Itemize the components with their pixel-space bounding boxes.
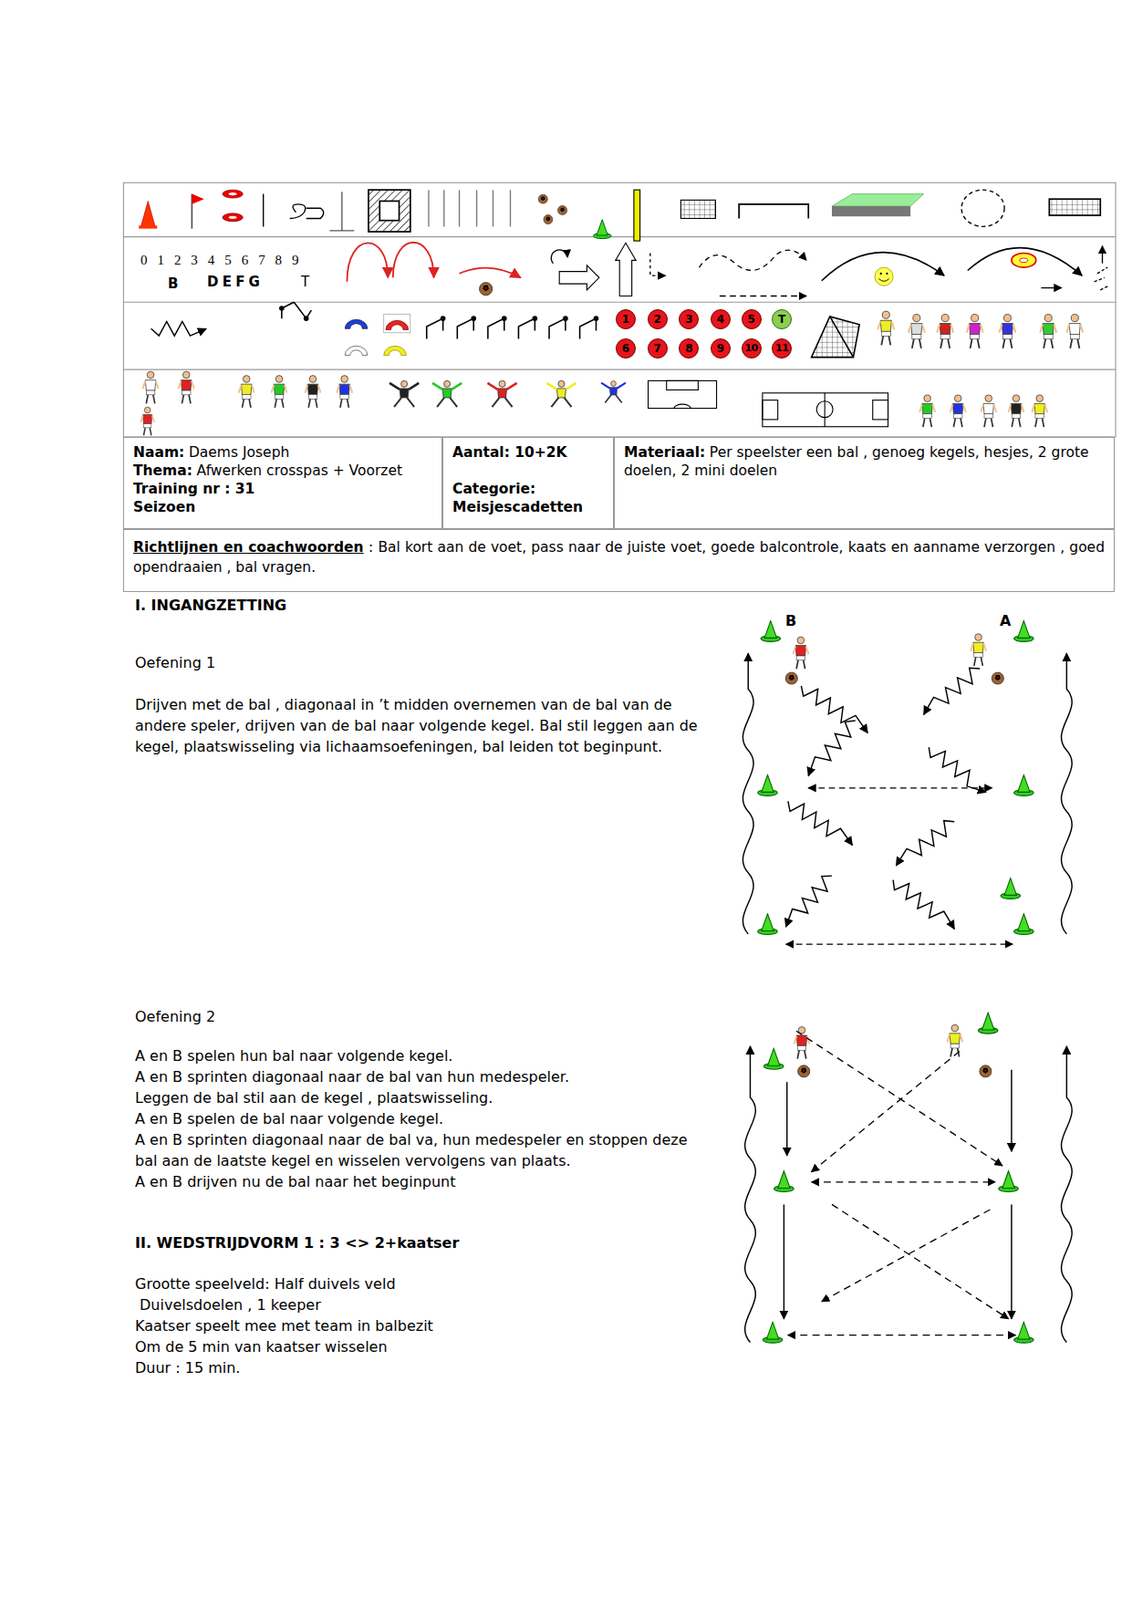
exercise-step: Kaatser speelt mee met team in balbezit — [135, 1315, 701, 1337]
section-heading: II. WEDSTRIJDVORM 1 : 3 <> 2+kaatser — [135, 1232, 701, 1254]
info-cell: Materiaal:Per speelster een bal , genoeg… — [613, 436, 1115, 530]
text-line: Thema:Afwerken crosspas + Voorzet — [133, 461, 433, 480]
number-circle: T — [771, 309, 792, 330]
exercise-step: Leggen de bal stil aan de kegel , plaats… — [135, 1087, 692, 1109]
exercise-step: Duur : 15 min. — [135, 1357, 701, 1379]
field-label: Seizoen — [133, 498, 196, 516]
exercise-steps: A en B spelen hun bal naar volgende kege… — [135, 1045, 692, 1193]
exercise-step: A en B drijven nu de bal naar het beginp… — [135, 1171, 692, 1193]
hurdle-symbol — [456, 318, 474, 339]
field-label: Categorie: — [452, 480, 536, 498]
number-row: 0 1 2 3 4 5 6 7 8 9 — [140, 251, 302, 269]
dribble-path — [895, 820, 955, 866]
number-circle: 11 — [771, 338, 792, 359]
hurdle-symbol — [502, 316, 507, 321]
text-line: Meisjescadetten — [452, 498, 604, 517]
hurdle-symbol — [563, 316, 568, 321]
callout-number: 5 — [747, 312, 755, 326]
number-circle: 9 — [710, 338, 731, 359]
field-label: Naam: — [133, 444, 185, 461]
exercise-step: Grootte speelveld: Half duivels veld — [135, 1273, 701, 1295]
callout-number: 9 — [716, 342, 725, 355]
field-label: Thema: — [133, 462, 193, 479]
field-label: Training nr : 31 — [133, 480, 255, 498]
hurdle-symbol — [532, 316, 537, 321]
callout-number: 11 — [775, 342, 789, 354]
field-label: Richtlijnen en coachwoorden — [133, 539, 364, 556]
number-circle: 2 — [647, 309, 668, 330]
hurdle-symbol — [580, 318, 597, 339]
info-cell: Naam:Daems JosephThema:Afwerken crosspas… — [123, 436, 443, 530]
symbol-letter: D E F G — [207, 273, 260, 291]
dribble-path — [893, 880, 955, 930]
field-label: Aantal: 10+2K — [452, 444, 568, 461]
callout-number: 7 — [653, 342, 661, 355]
dribble-path — [788, 800, 852, 845]
number-circle: 4 — [710, 309, 731, 330]
callout-number: 1 — [622, 312, 630, 326]
number-circle: 5 — [741, 309, 762, 330]
symbol-letter: T — [301, 273, 310, 291]
hurdle-symbol — [471, 316, 476, 321]
match-form: II. WEDSTRIJDVORM 1 : 3 <> 2+kaatserGroo… — [135, 1232, 701, 1379]
text-line: Categorie: — [452, 479, 604, 499]
number-circle: 10 — [741, 338, 762, 359]
dribble-path — [928, 747, 987, 792]
field-value: Daems Joseph — [188, 444, 290, 461]
hurdle-symbol — [426, 318, 444, 339]
callout-number: 2 — [653, 312, 661, 326]
section-heading: I. INGANGZETTING — [135, 594, 287, 616]
field-label: Meisjescadetten — [452, 498, 583, 516]
hurdle-symbol — [440, 316, 445, 321]
callout-number: 10 — [744, 342, 758, 354]
player-label: A — [999, 610, 1011, 632]
hurdle-symbol — [549, 318, 566, 339]
hurdle-symbol — [488, 318, 505, 339]
exercise-step: A en B spelen de bal naar volgende kegel… — [135, 1108, 692, 1130]
callout-number: T — [778, 312, 786, 326]
symbol-letter: B — [167, 275, 178, 292]
number-circle: 8 — [678, 338, 699, 359]
text-line — [452, 461, 604, 480]
hurdle-symbol — [593, 316, 598, 321]
number-circle: 1 — [615, 309, 636, 330]
text-line: Naam:Daems Joseph — [133, 443, 433, 462]
player-label: B — [785, 610, 797, 632]
field-value: Afwerken crosspas + Voorzet — [197, 462, 403, 479]
info-cell: Aantal: 10+2K Categorie:Meisjescadetten — [442, 436, 614, 530]
number-circle: 6 — [615, 338, 636, 359]
hurdle-symbol — [518, 318, 535, 339]
text-line: Aantal: 10+2K — [452, 443, 604, 462]
text-line: Training nr : 31 — [133, 479, 433, 499]
dribble-path — [924, 667, 981, 715]
dribble-path — [800, 685, 868, 733]
exercise-step: Duivelsdoelen , 1 keeper — [139, 1294, 701, 1316]
exercise-step: A en B sprinten diagonaal naar de bal va… — [135, 1129, 692, 1172]
dribble-path — [786, 875, 832, 927]
exercise-text: Drijven met de bal , diagonaal in ’t mid… — [135, 694, 708, 758]
dribble-path — [151, 321, 207, 336]
exercise-title: Oefening 2 — [135, 1006, 216, 1028]
number-circle: 7 — [647, 338, 668, 359]
exercise-step: A en B spelen hun bal naar volgende kege… — [135, 1045, 692, 1067]
field-label: Materiaal: — [623, 444, 706, 461]
exercise-title: Oefening 1 — [135, 652, 216, 674]
text-line: Materiaal:Per speelster een bal , genoeg… — [623, 443, 1105, 480]
exercise-step: A en B sprinten diagonaal naar de bal va… — [135, 1066, 692, 1088]
dribble-path — [808, 720, 855, 776]
callout-number: 3 — [685, 312, 693, 326]
exercise-step: Om de 5 min van kaatser wisselen — [135, 1336, 701, 1358]
text-line: Richtlijnen en coachwoorden: Bal kort aa… — [133, 537, 1105, 578]
callout-number: 4 — [716, 312, 725, 326]
callout-number: 8 — [685, 342, 693, 355]
callout-number: 6 — [622, 342, 630, 355]
text-line: Seizoen — [133, 498, 433, 517]
info-cell: Richtlijnen en coachwoorden: Bal kort aa… — [123, 529, 1115, 592]
number-circle: 3 — [678, 309, 699, 330]
